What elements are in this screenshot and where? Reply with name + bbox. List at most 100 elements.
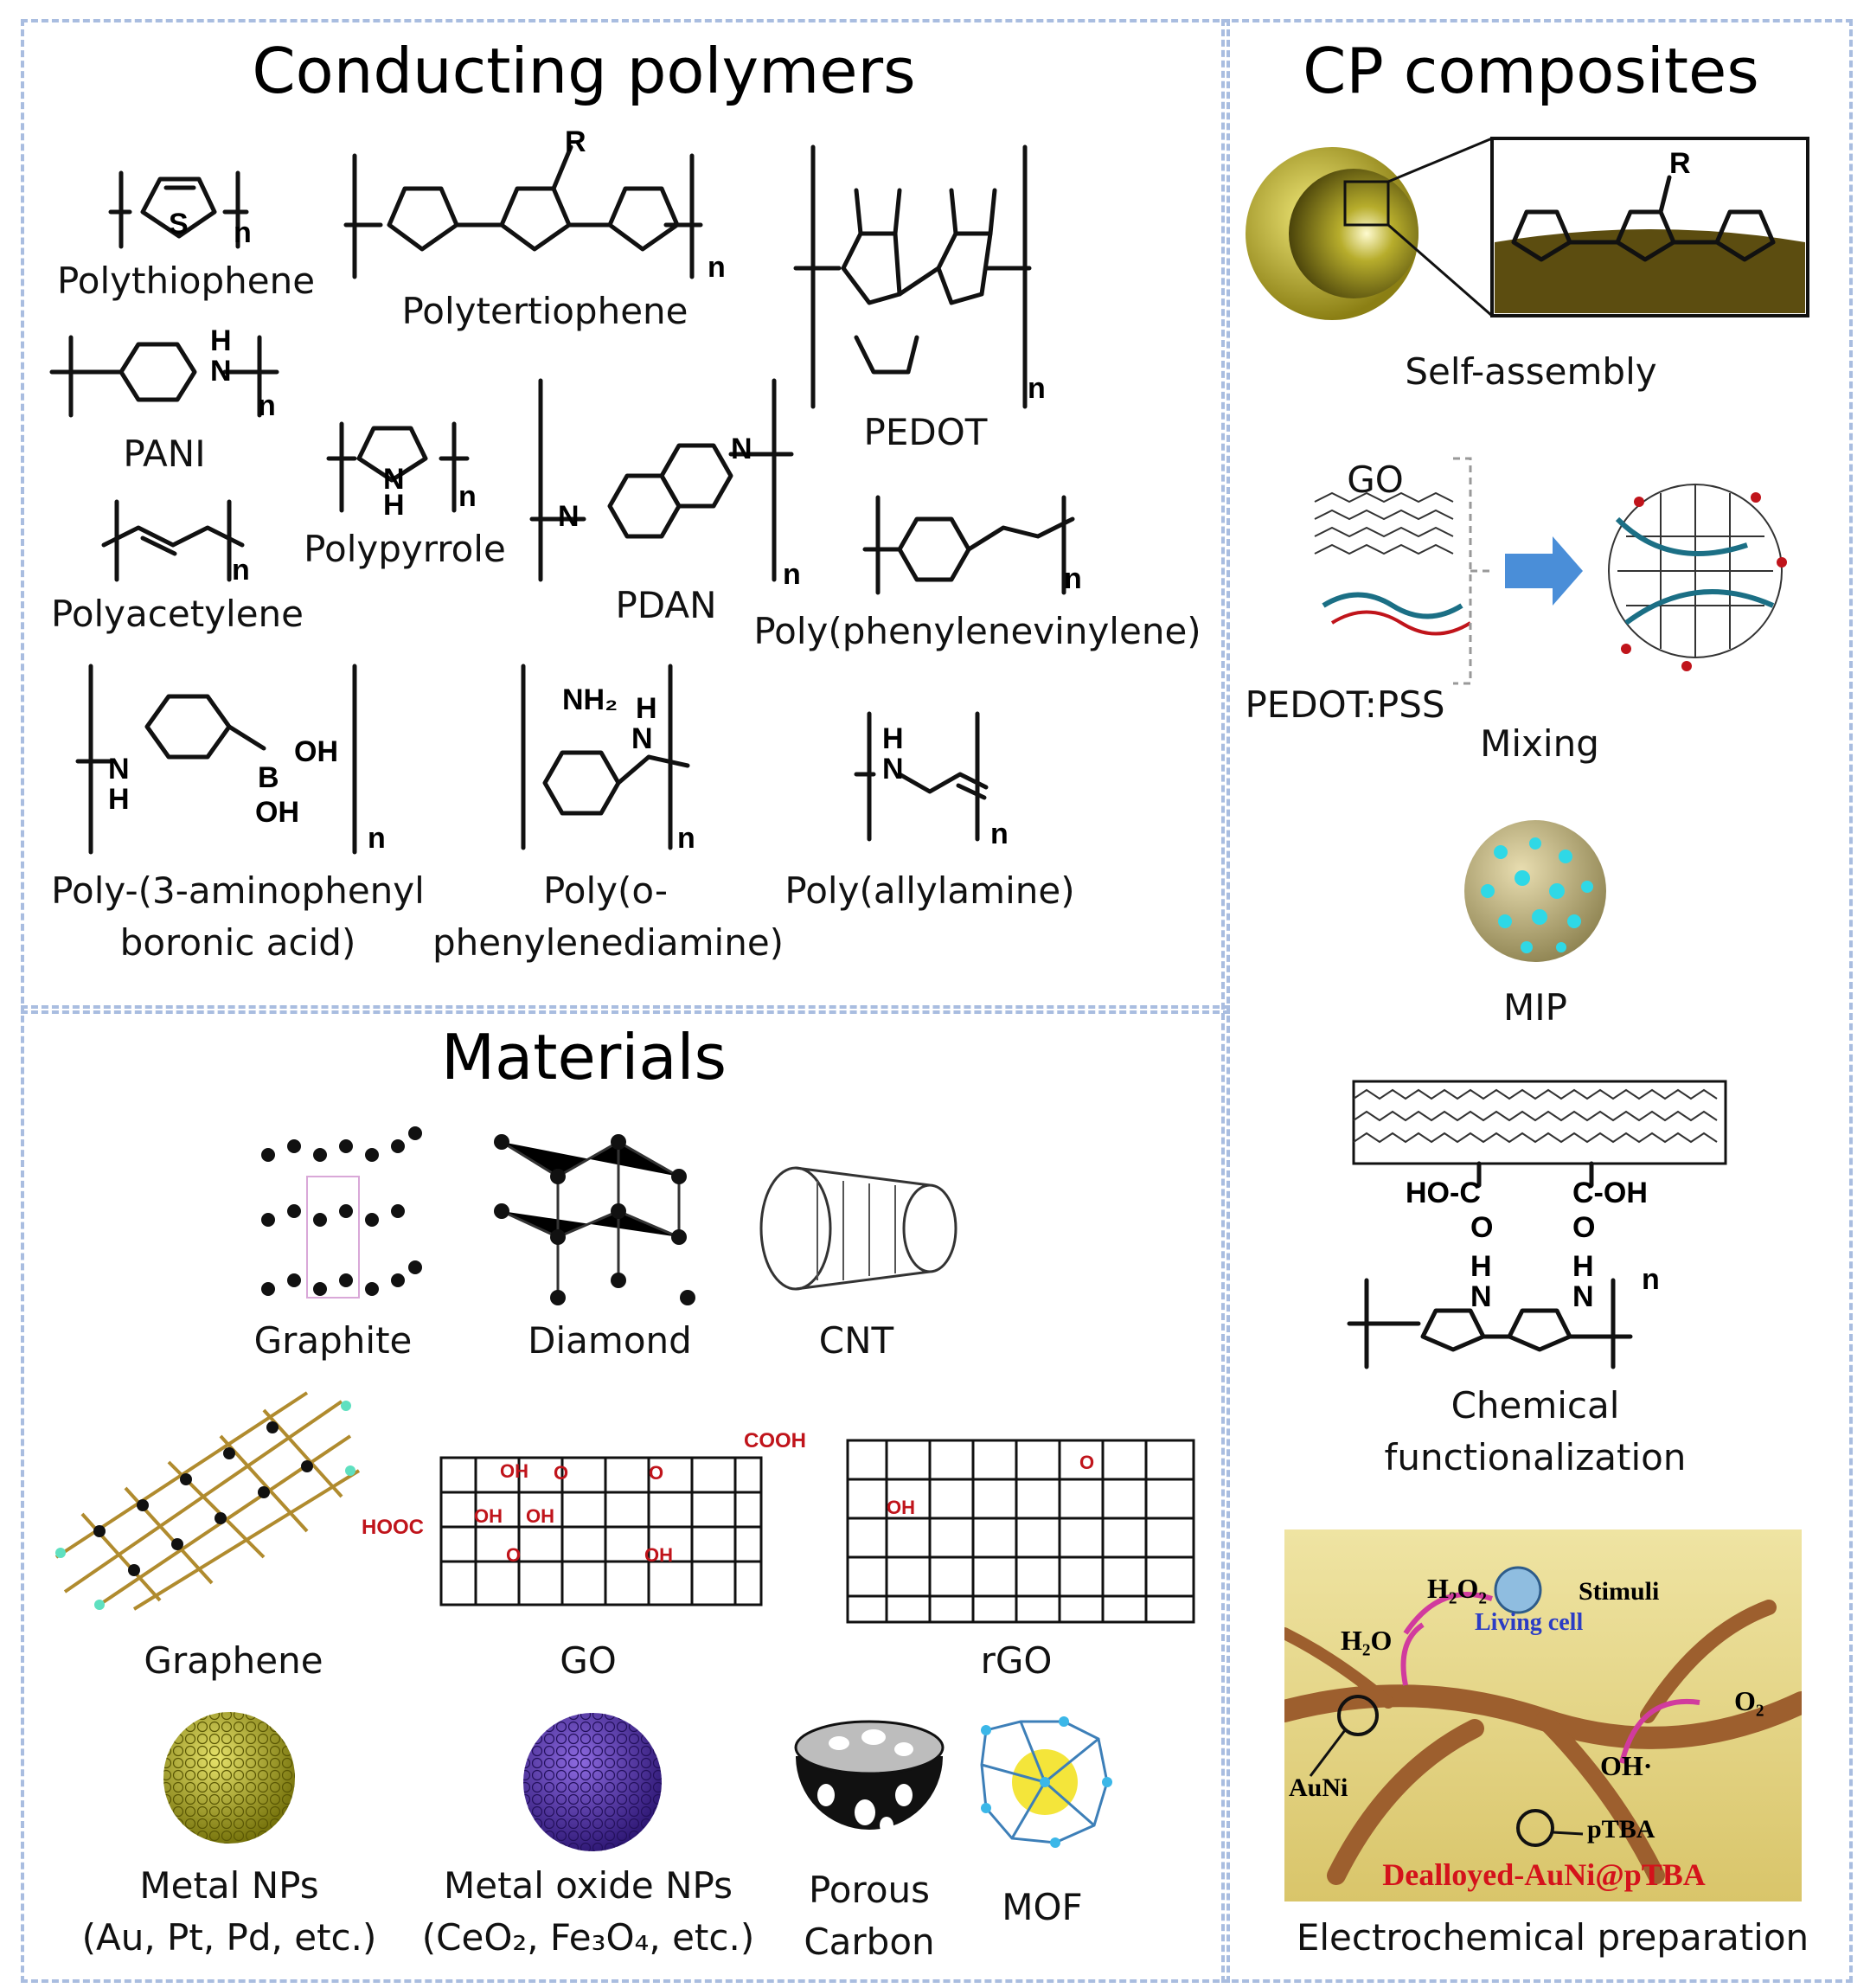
label-electrochem: Electrochemical preparation [1296, 1916, 1809, 1959]
atom-oh: OH [255, 796, 299, 829]
atom-oh: OH [294, 735, 338, 768]
atom-h: H [383, 489, 405, 522]
label-pedot: PEDOT [863, 411, 988, 453]
cnt-graphic [759, 1166, 957, 1291]
atom-n: n [708, 251, 726, 284]
atom-c-oh: C-OH [1572, 1177, 1648, 1209]
atom-oh: OH [474, 1505, 503, 1527]
label-pani: PANI [123, 433, 206, 475]
atom-n: n [1028, 372, 1046, 405]
label-go: GO [560, 1639, 617, 1682]
atom-h: H [1572, 1250, 1594, 1283]
go-graphic [439, 1456, 763, 1606]
pani-structure [49, 335, 279, 418]
atom-n: n [783, 558, 801, 591]
label-living-cell: Living cell [1475, 1609, 1584, 1636]
popd-structure [521, 664, 690, 850]
atom-r: R [1669, 147, 1691, 180]
label-metal-nps-2: (Au, Pt, Pd, etc.) [81, 1916, 377, 1959]
atom-oh: OH [887, 1497, 915, 1518]
label-mip: MIP [1503, 986, 1567, 1029]
diamond-graphic [494, 1134, 695, 1305]
label-diamond: Diamond [528, 1319, 692, 1362]
mip-sphere [1464, 820, 1606, 962]
polythiophene-structure [108, 170, 249, 249]
pedot-structure [793, 144, 1032, 409]
atom-n: N [882, 753, 904, 786]
atom-n: n [990, 818, 1009, 850]
panel-cp-composites [1221, 19, 1853, 1983]
label-metal-oxide-2: (CeO₂, Fe₃O₄, etc.) [421, 1916, 755, 1959]
mof-graphic [980, 1716, 1112, 1848]
label-metal-nps-1: Metal NPs [139, 1864, 319, 1907]
electrochem-panel: H₂O₂ Stimuli Living cell H₂O O₂ OH· AuNi… [1284, 1529, 1802, 1901]
atom-hooc: HOOC [362, 1516, 424, 1539]
label-ppv: Poly(phenylenevinylene) [753, 610, 1201, 652]
atom-h: H [636, 692, 657, 725]
atom-h: H [1470, 1250, 1492, 1283]
mixing-graphic [1314, 457, 1787, 685]
label-pdan: PDAN [615, 584, 717, 626]
label-h2o2: H₂O₂ [1427, 1573, 1487, 1604]
label-h2o: H₂O [1341, 1625, 1393, 1656]
atom-n: n [677, 822, 695, 855]
label-polypyrrole: Polypyrrole [304, 528, 506, 570]
atom-cooh: COOH [744, 1429, 806, 1453]
label-polythiophene: Polythiophene [56, 260, 316, 302]
ppv-structure [862, 495, 1075, 595]
label-papba-1: Poly-(3-aminophenyl [51, 869, 425, 912]
atom-h: H [108, 783, 130, 816]
atom-oh: OH [500, 1460, 528, 1482]
label-metal-oxide-1: Metal oxide NPs [444, 1864, 733, 1907]
label-pedot-pss: PEDOT:PSS [1245, 683, 1445, 726]
cnt-functionalization-graphic [1347, 1080, 1727, 1369]
label-graphene: Graphene [144, 1639, 323, 1682]
atom-n: n [458, 480, 477, 513]
atom-n: N [1470, 1280, 1492, 1313]
atom-n: N [210, 355, 232, 388]
atom-h: H [882, 722, 904, 755]
label-auni: AuNi [1289, 1773, 1348, 1802]
label-cnt: CNT [818, 1319, 894, 1362]
atom-n: N [383, 463, 405, 496]
label-porous-1: Porous [808, 1869, 931, 1911]
atom-o: O [1572, 1211, 1596, 1244]
title-materials: Materials [440, 1021, 727, 1093]
rgo-graphic [846, 1439, 1195, 1624]
label-popd-2: phenylenediamine) [432, 921, 785, 964]
atom-n: N [631, 722, 653, 755]
label-popd-1: Poly(o- [542, 869, 669, 912]
atom-oh: OH [526, 1505, 554, 1527]
title-conducting-polymers: Conducting polymers [252, 35, 916, 107]
panel-materials [21, 1005, 1230, 1983]
atom-o: O [506, 1544, 522, 1566]
graphene-graphic [54, 1391, 361, 1611]
self-assembly-graphic [1246, 137, 1809, 320]
panel-conducting-polymers [21, 19, 1230, 1014]
metal-oxide-nps-graphic [523, 1713, 662, 1851]
atom-n: N [731, 433, 752, 465]
label-polytertiophene: Polytertiophene [401, 290, 688, 332]
label-self-assembly: Self-assembly [1405, 350, 1657, 393]
label-mixing: Mixing [1480, 722, 1599, 765]
atom-n: N [108, 753, 130, 786]
porous-carbon-graphic [794, 1720, 945, 1834]
atom-oh: OH [644, 1544, 673, 1566]
atom-n: n [234, 216, 252, 249]
atom-n: n [1642, 1263, 1660, 1296]
label-stimuli: Stimuli [1579, 1577, 1660, 1606]
atom-n: N [558, 500, 580, 533]
label-chem-func-2: functionalization [1384, 1436, 1687, 1478]
atom-b: B [258, 761, 279, 794]
label-ptba: pTBA [1587, 1815, 1655, 1844]
atom-n: n [232, 554, 250, 587]
atom-r: R [565, 125, 586, 158]
polytertiophene-structure [343, 144, 703, 279]
atom-n: n [1064, 562, 1082, 595]
label-polyacetylene: Polyacetylene [50, 593, 304, 635]
polyacetylene-structure [101, 499, 245, 582]
atom-ho-c: HO-C [1406, 1177, 1481, 1209]
label-paa: Poly(allylamine) [785, 869, 1075, 912]
label-porous-2: Carbon [804, 1921, 935, 1963]
atom-s: S [169, 208, 189, 240]
